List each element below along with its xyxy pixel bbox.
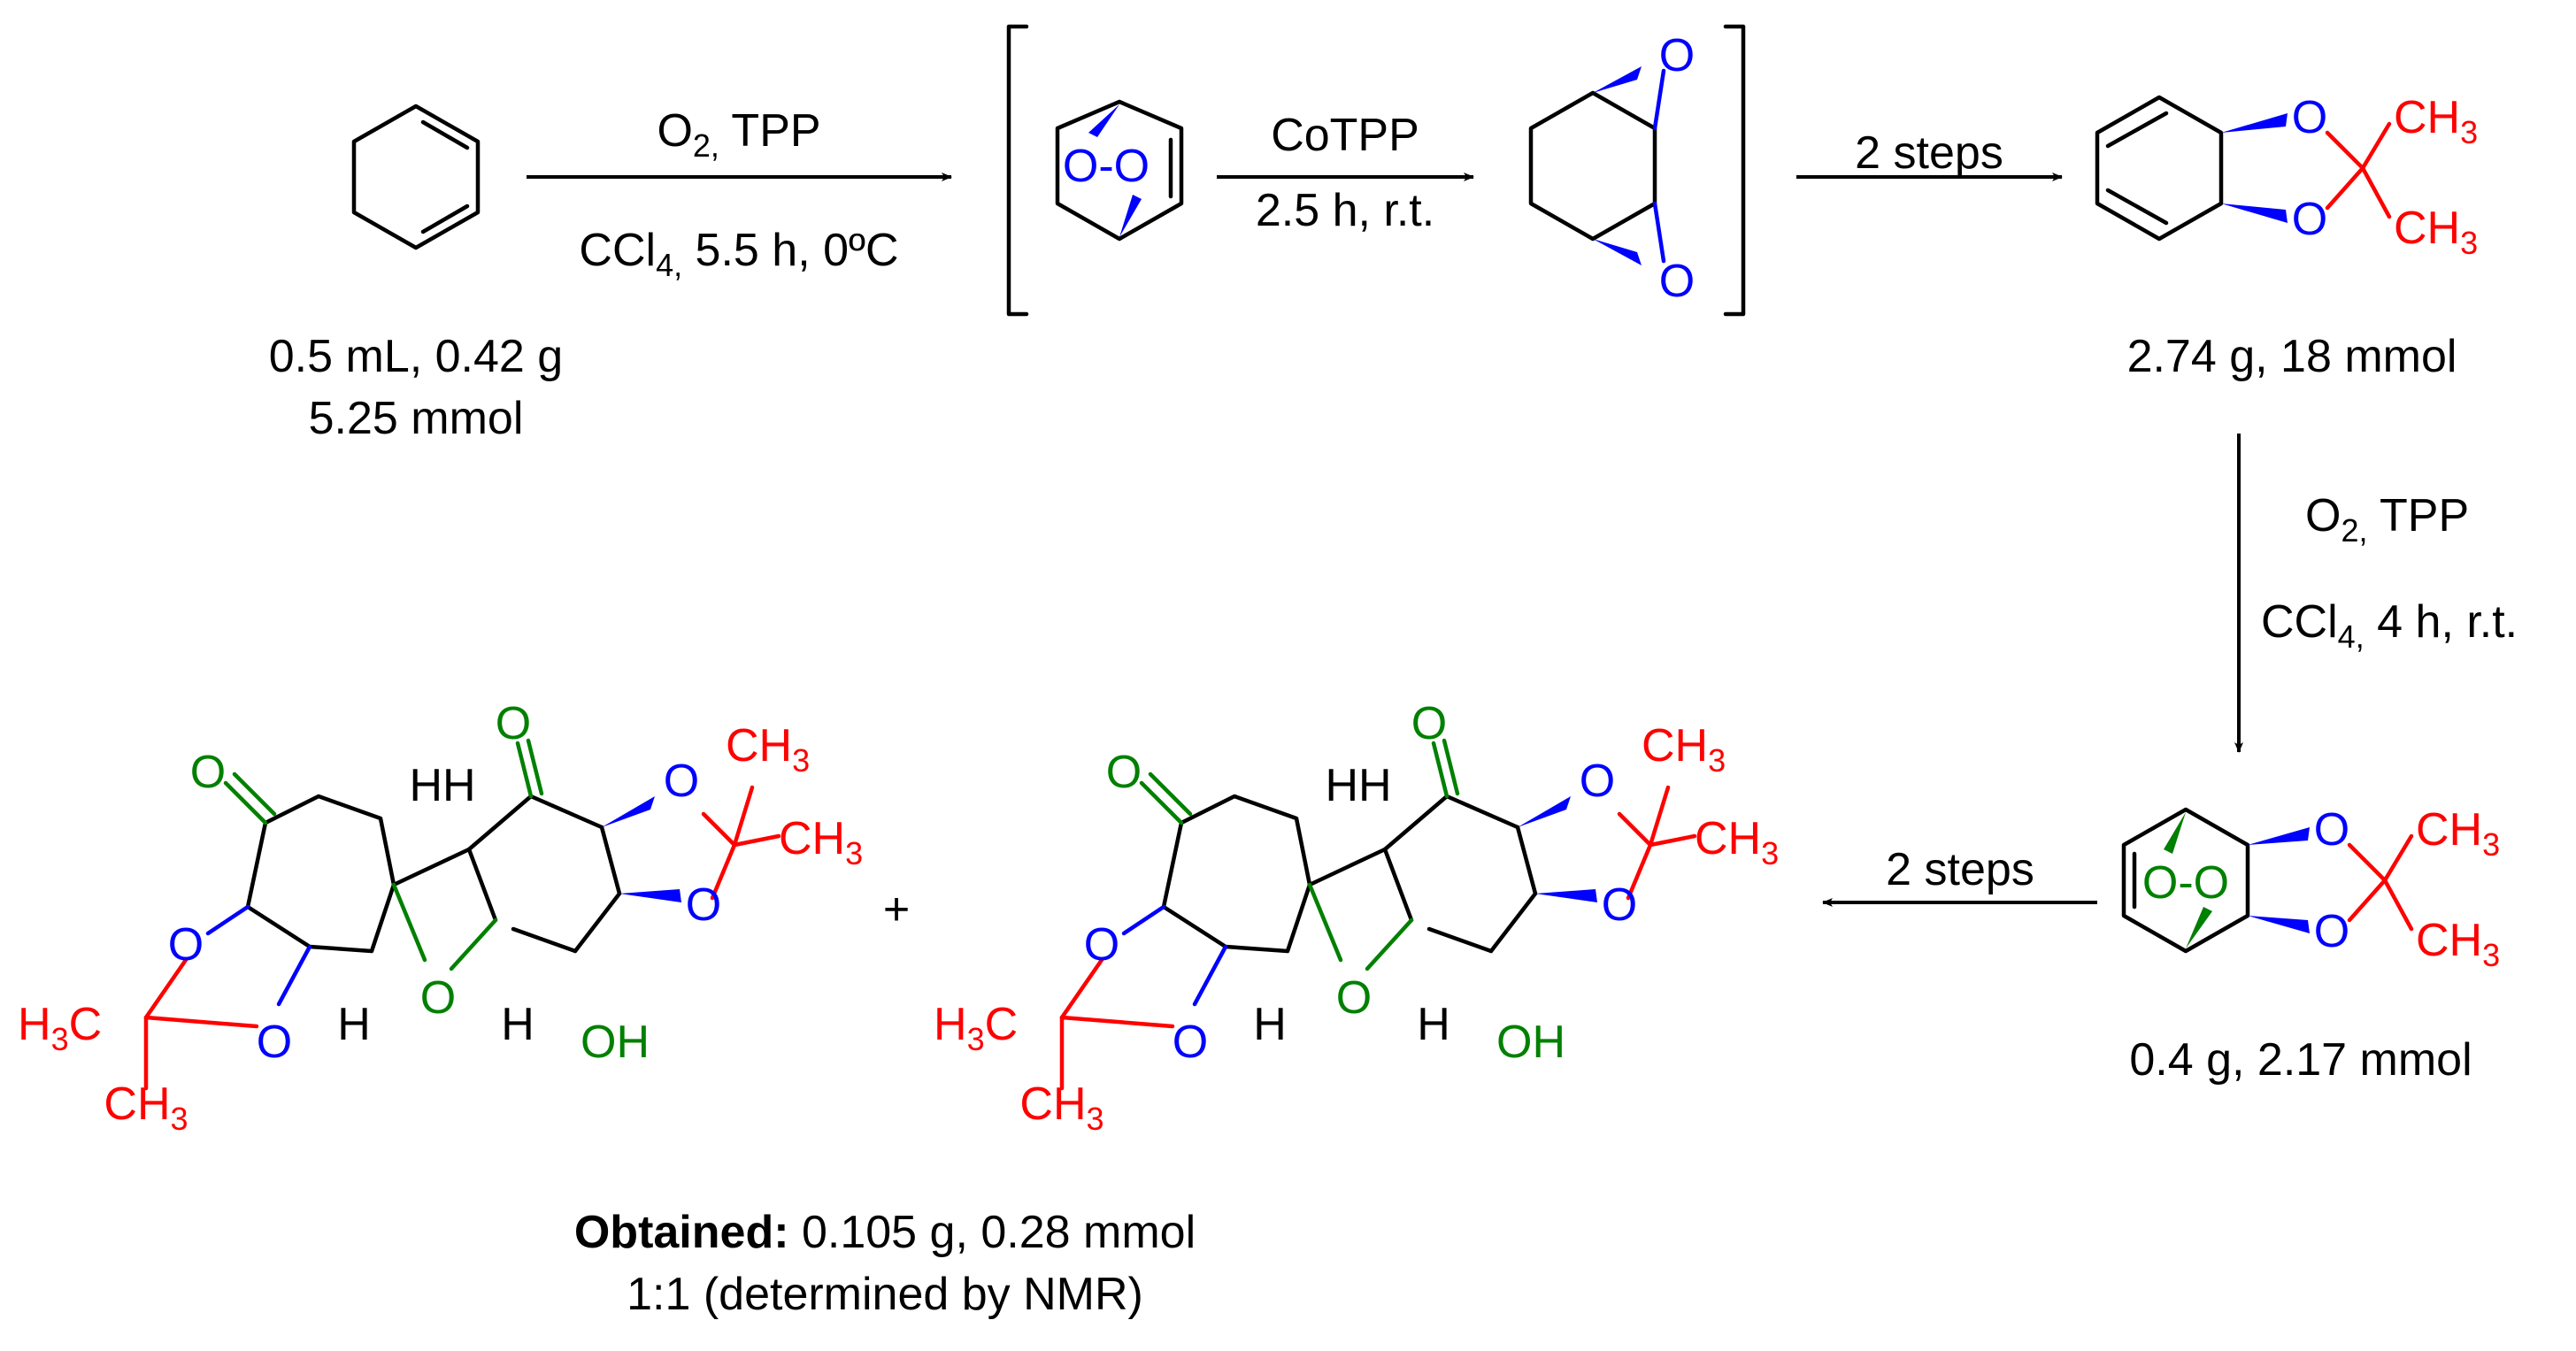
svg-text:O: O xyxy=(190,747,226,798)
svg-text:HH: HH xyxy=(1325,760,1391,811)
svg-text:O: O xyxy=(1411,698,1447,749)
svg-text:O: O xyxy=(168,919,204,971)
svg-text:H: H xyxy=(1417,999,1450,1050)
svg-text:O: O xyxy=(1659,256,1695,307)
svg-text:O: O xyxy=(1106,747,1142,798)
svg-text:OH: OH xyxy=(581,1017,650,1068)
svg-text:O: O xyxy=(1659,30,1695,81)
intermediate-brackets xyxy=(1006,24,1746,317)
svg-text:O: O xyxy=(686,879,721,931)
start-quantity-line2: 5.25 mmol xyxy=(309,393,524,444)
svg-text:O: O xyxy=(1602,879,1637,931)
ratio-line: 1:1 (determined by NMR) xyxy=(627,1269,1143,1320)
step3-reagent-above: 2 steps xyxy=(1855,127,2003,179)
step4-reagent-top: O2, TPP xyxy=(2305,490,2469,549)
endoperoxide-acetonide-structure: O-O O O CH3 CH3 xyxy=(2121,804,2500,973)
svg-text:O: O xyxy=(2314,804,2349,856)
svg-text:CH3: CH3 xyxy=(2394,92,2478,150)
svg-text:HH: HH xyxy=(409,760,475,811)
peroxide-bridge-label: O-O xyxy=(1063,141,1150,192)
svg-text:O: O xyxy=(2292,194,2327,245)
svg-text:CH3: CH3 xyxy=(104,1078,188,1137)
step4-reagent-bottom: CCl4, 4 h, r.t. xyxy=(2261,596,2518,655)
product-b-structure: O O HH O H H OH O O CH3 CH3 O O H3C CH3 xyxy=(934,698,1779,1137)
svg-text:CH3: CH3 xyxy=(779,813,863,871)
bicyclic-endoperoxide-structure: O-O xyxy=(1055,99,1184,242)
acetonide-quantity: 2.74 g, 18 mmol xyxy=(2127,331,2457,382)
svg-text:O: O xyxy=(420,972,456,1024)
plus-sign: + xyxy=(883,884,910,935)
svg-text:O: O xyxy=(2292,92,2327,143)
svg-text:CH3: CH3 xyxy=(1019,1078,1103,1137)
obtained-line: Obtained: 0.105 g, 0.28 mmol xyxy=(574,1207,1196,1258)
svg-text:CH3: CH3 xyxy=(726,720,810,779)
bis-epoxide-structure: O O xyxy=(1528,30,1695,307)
step1-reagent-above: O2, TPP xyxy=(657,105,820,164)
svg-text:H: H xyxy=(337,999,371,1050)
start-quantity-line1: 0.5 mL, 0.42 g xyxy=(269,331,563,382)
step2-reagent-below: 2.5 h, r.t. xyxy=(1256,185,1434,236)
svg-text:CH3: CH3 xyxy=(1695,813,1779,871)
svg-text:O: O xyxy=(257,1017,292,1068)
svg-text:H3C: H3C xyxy=(934,999,1018,1057)
svg-text:CH3: CH3 xyxy=(2416,915,2500,973)
product-a-structure: O O HH O H H OH O O CH3 CH3 O O H3C CH3 xyxy=(18,698,863,1137)
svg-text:O: O xyxy=(496,698,531,749)
diene-acetonide-structure: O O CH3 CH3 xyxy=(2095,92,2478,261)
step2-reagent-above: CoTPP xyxy=(1271,110,1419,161)
peroxide-bridge-label-2: O-O xyxy=(2142,857,2229,909)
svg-text:H: H xyxy=(501,999,534,1050)
svg-text:O: O xyxy=(1173,1017,1208,1068)
obtained-label: Obtained: xyxy=(574,1207,789,1258)
svg-text:OH: OH xyxy=(1496,1017,1565,1068)
step5-reagent-above: 2 steps xyxy=(1886,844,2034,895)
svg-text:CH3: CH3 xyxy=(1642,720,1726,779)
cyclohexadiene-structure xyxy=(351,104,481,250)
svg-text:O: O xyxy=(1336,972,1372,1024)
obtained-amount: 0.105 g, 0.28 mmol xyxy=(789,1207,1196,1258)
svg-text:H3C: H3C xyxy=(18,999,102,1057)
endoperoxide-quantity: 0.4 g, 2.17 mmol xyxy=(2129,1034,2472,1086)
svg-text:O: O xyxy=(2314,906,2349,957)
svg-text:CH3: CH3 xyxy=(2394,203,2478,261)
svg-text:CH3: CH3 xyxy=(2416,804,2500,863)
svg-text:O: O xyxy=(1580,756,1615,807)
svg-text:O: O xyxy=(664,756,699,807)
svg-text:O: O xyxy=(1084,919,1119,971)
svg-text:H: H xyxy=(1253,999,1287,1050)
step1-reagent-below: CCl4, 5.5 h, 0ºC xyxy=(579,225,898,283)
